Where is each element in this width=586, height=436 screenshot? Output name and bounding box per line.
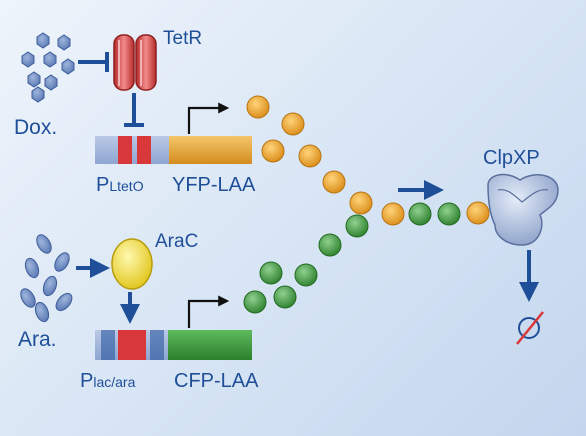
clpxp-label: ClpXP: [483, 147, 540, 169]
ara-label: Ara.: [18, 328, 57, 351]
ptet-label-sub: LtetO: [109, 178, 143, 194]
clpxp-protease-icon: [487, 173, 559, 246]
arac-protein-icon: [111, 238, 153, 290]
dox-label: Dox.: [14, 116, 57, 139]
transcription-start-arrow-icon: [187, 102, 230, 134]
ara-molecules: [20, 234, 73, 323]
transcription-start-arrow-icon: [187, 295, 230, 328]
dox-molecules: [21, 32, 75, 103]
yfp-protein-chain: [246, 95, 490, 226]
cfp-gene-construct: [95, 330, 252, 360]
yfp-gene-box: [169, 136, 252, 164]
ptet-label-main: P: [96, 174, 109, 196]
teto-operator-1: [118, 136, 132, 164]
tetr-dimer-icon: [113, 34, 157, 91]
cfp-label: CFP-LAA: [174, 370, 259, 392]
yfp-gene-construct: [95, 136, 252, 164]
degraded-protein-icon: [516, 311, 544, 345]
tetr-label: TetR: [163, 28, 202, 49]
teto-operator-2: [137, 136, 151, 164]
cfp-protein-chain: [243, 202, 461, 314]
hexagon-molecule-icon: [21, 32, 75, 103]
oval-molecule-icon: [20, 234, 73, 323]
arac-binding-site: [118, 330, 146, 360]
cfp-gene-box: [168, 330, 252, 360]
plac-label: Plac/ara: [80, 370, 136, 392]
plac-label-sub: lac/ara: [93, 374, 135, 390]
plac-operator-left: [101, 330, 115, 360]
plac-label-main: P: [80, 370, 93, 392]
plac-operator-right: [150, 330, 164, 360]
yfp-label: YFP-LAA: [172, 174, 256, 196]
ptet-label: PLtetO: [96, 174, 144, 196]
arac-label: AraC: [155, 231, 198, 252]
